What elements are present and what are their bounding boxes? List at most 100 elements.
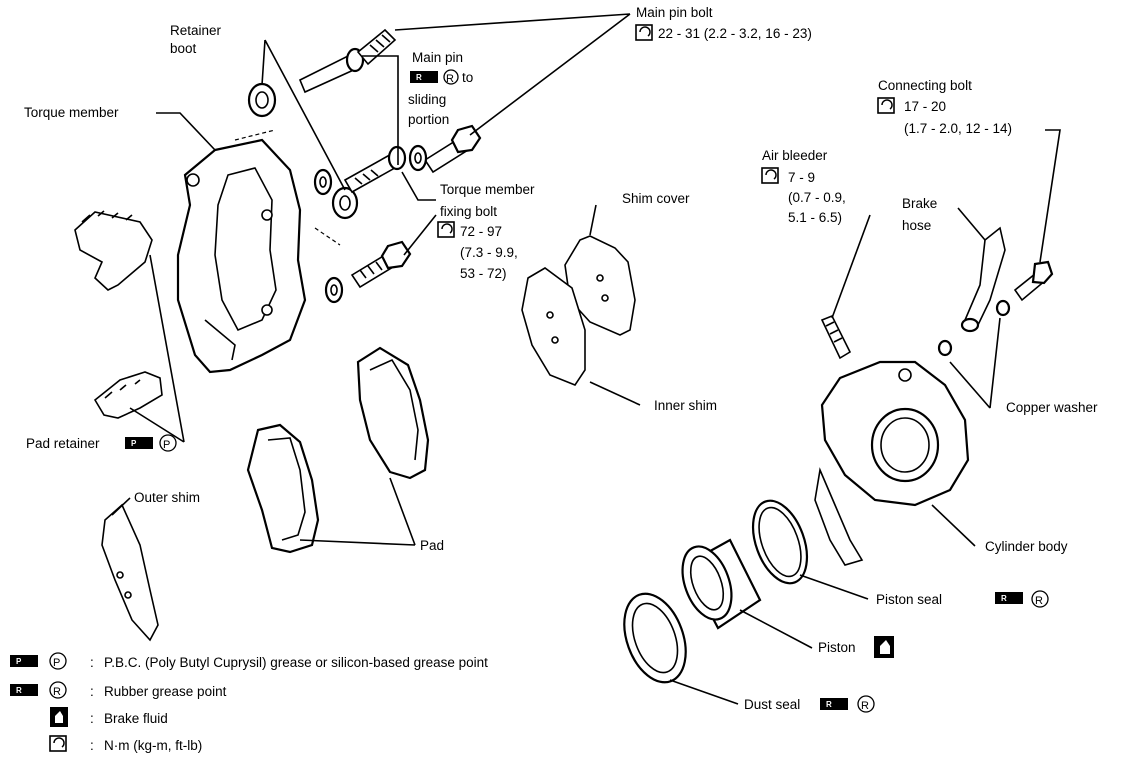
assembly-guide-1 [234,129,276,141]
label-torque-member-fixing-torque2: (7.3 - 9.9, [460,245,518,260]
label-main-pin-line3: sliding [408,92,446,107]
label-main-pin-line4: portion [408,112,449,127]
retainer-boot-lower-part [331,186,359,220]
grease-icon: P [125,437,153,449]
brake-fluid-icon [50,707,68,727]
label-piston: Piston [818,640,856,655]
label-connecting-bolt: Connecting bolt [878,78,972,93]
legend-row-rubber: R R : Rubber grease point [10,681,227,699]
label-main-pin-line2: to [462,70,473,85]
torque-icon [437,221,455,238]
grease-icon: R [10,684,38,696]
outer-shim-part [101,503,159,642]
label-pad-retainer: Pad retainer [26,436,100,451]
label-torque-member-fixing-torque3: 53 - 72) [460,266,507,281]
pad-retainer-upper-part [74,210,153,291]
label-dust-seal: Dust seal [744,697,800,712]
torque-member-part [176,138,307,374]
legend-colon: : [90,684,94,699]
rubber-grease-symbol: R [857,695,875,713]
svg-text:R: R [861,700,869,712]
piston-seal-part [751,499,809,585]
torque-icon [635,24,653,41]
retainer-boot-upper-part [247,82,277,118]
svg-text:R: R [446,73,454,85]
legend-colon: : [90,738,94,753]
main-pin-upper-part [298,28,397,94]
svg-text:P: P [53,657,60,669]
label-connecting-bolt-torque2: (1.7 - 2.0, 12 - 14) [904,121,1012,136]
pad-outer-part [246,423,320,554]
inner-shim-part [521,267,586,386]
washer-mid-part [408,144,428,172]
svg-text:R: R [416,73,422,82]
svg-text:R: R [826,700,832,709]
label-outer-shim: Outer shim [134,490,200,505]
label-air-bleeder-torque1: 7 - 9 [788,170,815,185]
label-main-pin-line1: Main pin [412,50,463,65]
legend-colon: : [90,711,94,726]
pbc-grease-symbol: P [49,652,67,670]
legend-brake-fluid-text: Brake fluid [104,711,168,726]
label-brake-hose-line2: hose [902,218,931,233]
leader-lines [111,13,1061,705]
svg-text:R: R [16,686,22,695]
label-retainer-boot-line2: boot [170,41,197,56]
label-torque-member: Torque member [24,105,119,120]
label-air-bleeder-torque3: 5.1 - 6.5) [788,210,842,225]
svg-text:P: P [16,657,22,666]
legend: P P : P.B.C. (Poly Butyl Cuprysil) greas… [10,652,488,753]
label-air-bleeder-torque2: (0.7 - 0.9, [788,190,846,205]
legend-row-brake-fluid: : Brake fluid [50,707,168,727]
grease-icon: R [820,698,848,710]
label-shim-cover: Shim cover [622,191,690,206]
label-pad: Pad [420,538,444,553]
label-brake-hose-line1: Brake [902,196,937,211]
grease-icon: P [10,655,38,667]
dust-seal-part [623,592,687,684]
label-torque-member-fixing-line1: Torque member [440,182,535,197]
svg-text:P: P [131,439,137,448]
pbc-grease-symbol: P [159,434,177,452]
legend-rubber-text: Rubber grease point [104,684,227,699]
legend-pbc-text: P.B.C. (Poly Butyl Cuprysil) grease or s… [104,655,488,670]
pad-retainer-lower-part [93,371,163,419]
grease-icon: R [410,71,438,83]
label-inner-shim: Inner shim [654,398,717,413]
svg-text:R: R [1035,595,1043,607]
torque-icon [877,97,895,114]
torque-member-fixing-bolt-part [350,240,412,289]
legend-row-torque: : N·m (kg-m, ft-lb) [49,735,202,753]
torque-icon [49,735,67,752]
svg-text:P: P [163,439,170,451]
washer-lower-part [324,276,344,304]
legend-row-pbc: P P : P.B.C. (Poly Butyl Cuprysil) greas… [10,652,488,670]
label-torque-member-fixing-torque1: 72 - 97 [460,224,502,239]
rubber-grease-symbol: R [443,69,459,85]
label-main-pin-bolt-torque: 22 - 31 (2.2 - 3.2, 16 - 23) [658,26,812,41]
label-copper-washer: Copper washer [1006,400,1098,415]
brake-fluid-icon [874,636,894,658]
legend-colon: : [90,655,94,670]
label-air-bleeder: Air bleeder [762,148,828,163]
grease-icon: R [995,592,1023,604]
piston-part [681,538,762,630]
label-cylinder-body: Cylinder body [985,539,1068,554]
label-retainer-boot-line1: Retainer [170,23,222,38]
svg-text:R: R [1001,594,1007,603]
label-connecting-bolt-torque1: 17 - 20 [904,99,946,114]
main-pin-lower-part [343,145,407,194]
copper-washer-part [937,299,1011,357]
brake-hose-part [960,226,1006,333]
label-torque-member-fixing-line2: fixing bolt [440,204,497,219]
cylinder-body-part [814,360,970,566]
label-piston-seal: Piston seal [876,592,942,607]
torque-icon [761,167,779,184]
rubber-grease-symbol: R [49,681,67,699]
air-bleeder-part [820,314,852,360]
pad-inner-part [356,346,430,480]
washer-upper-part [313,168,333,196]
rubber-grease-symbol: R [1031,590,1049,608]
